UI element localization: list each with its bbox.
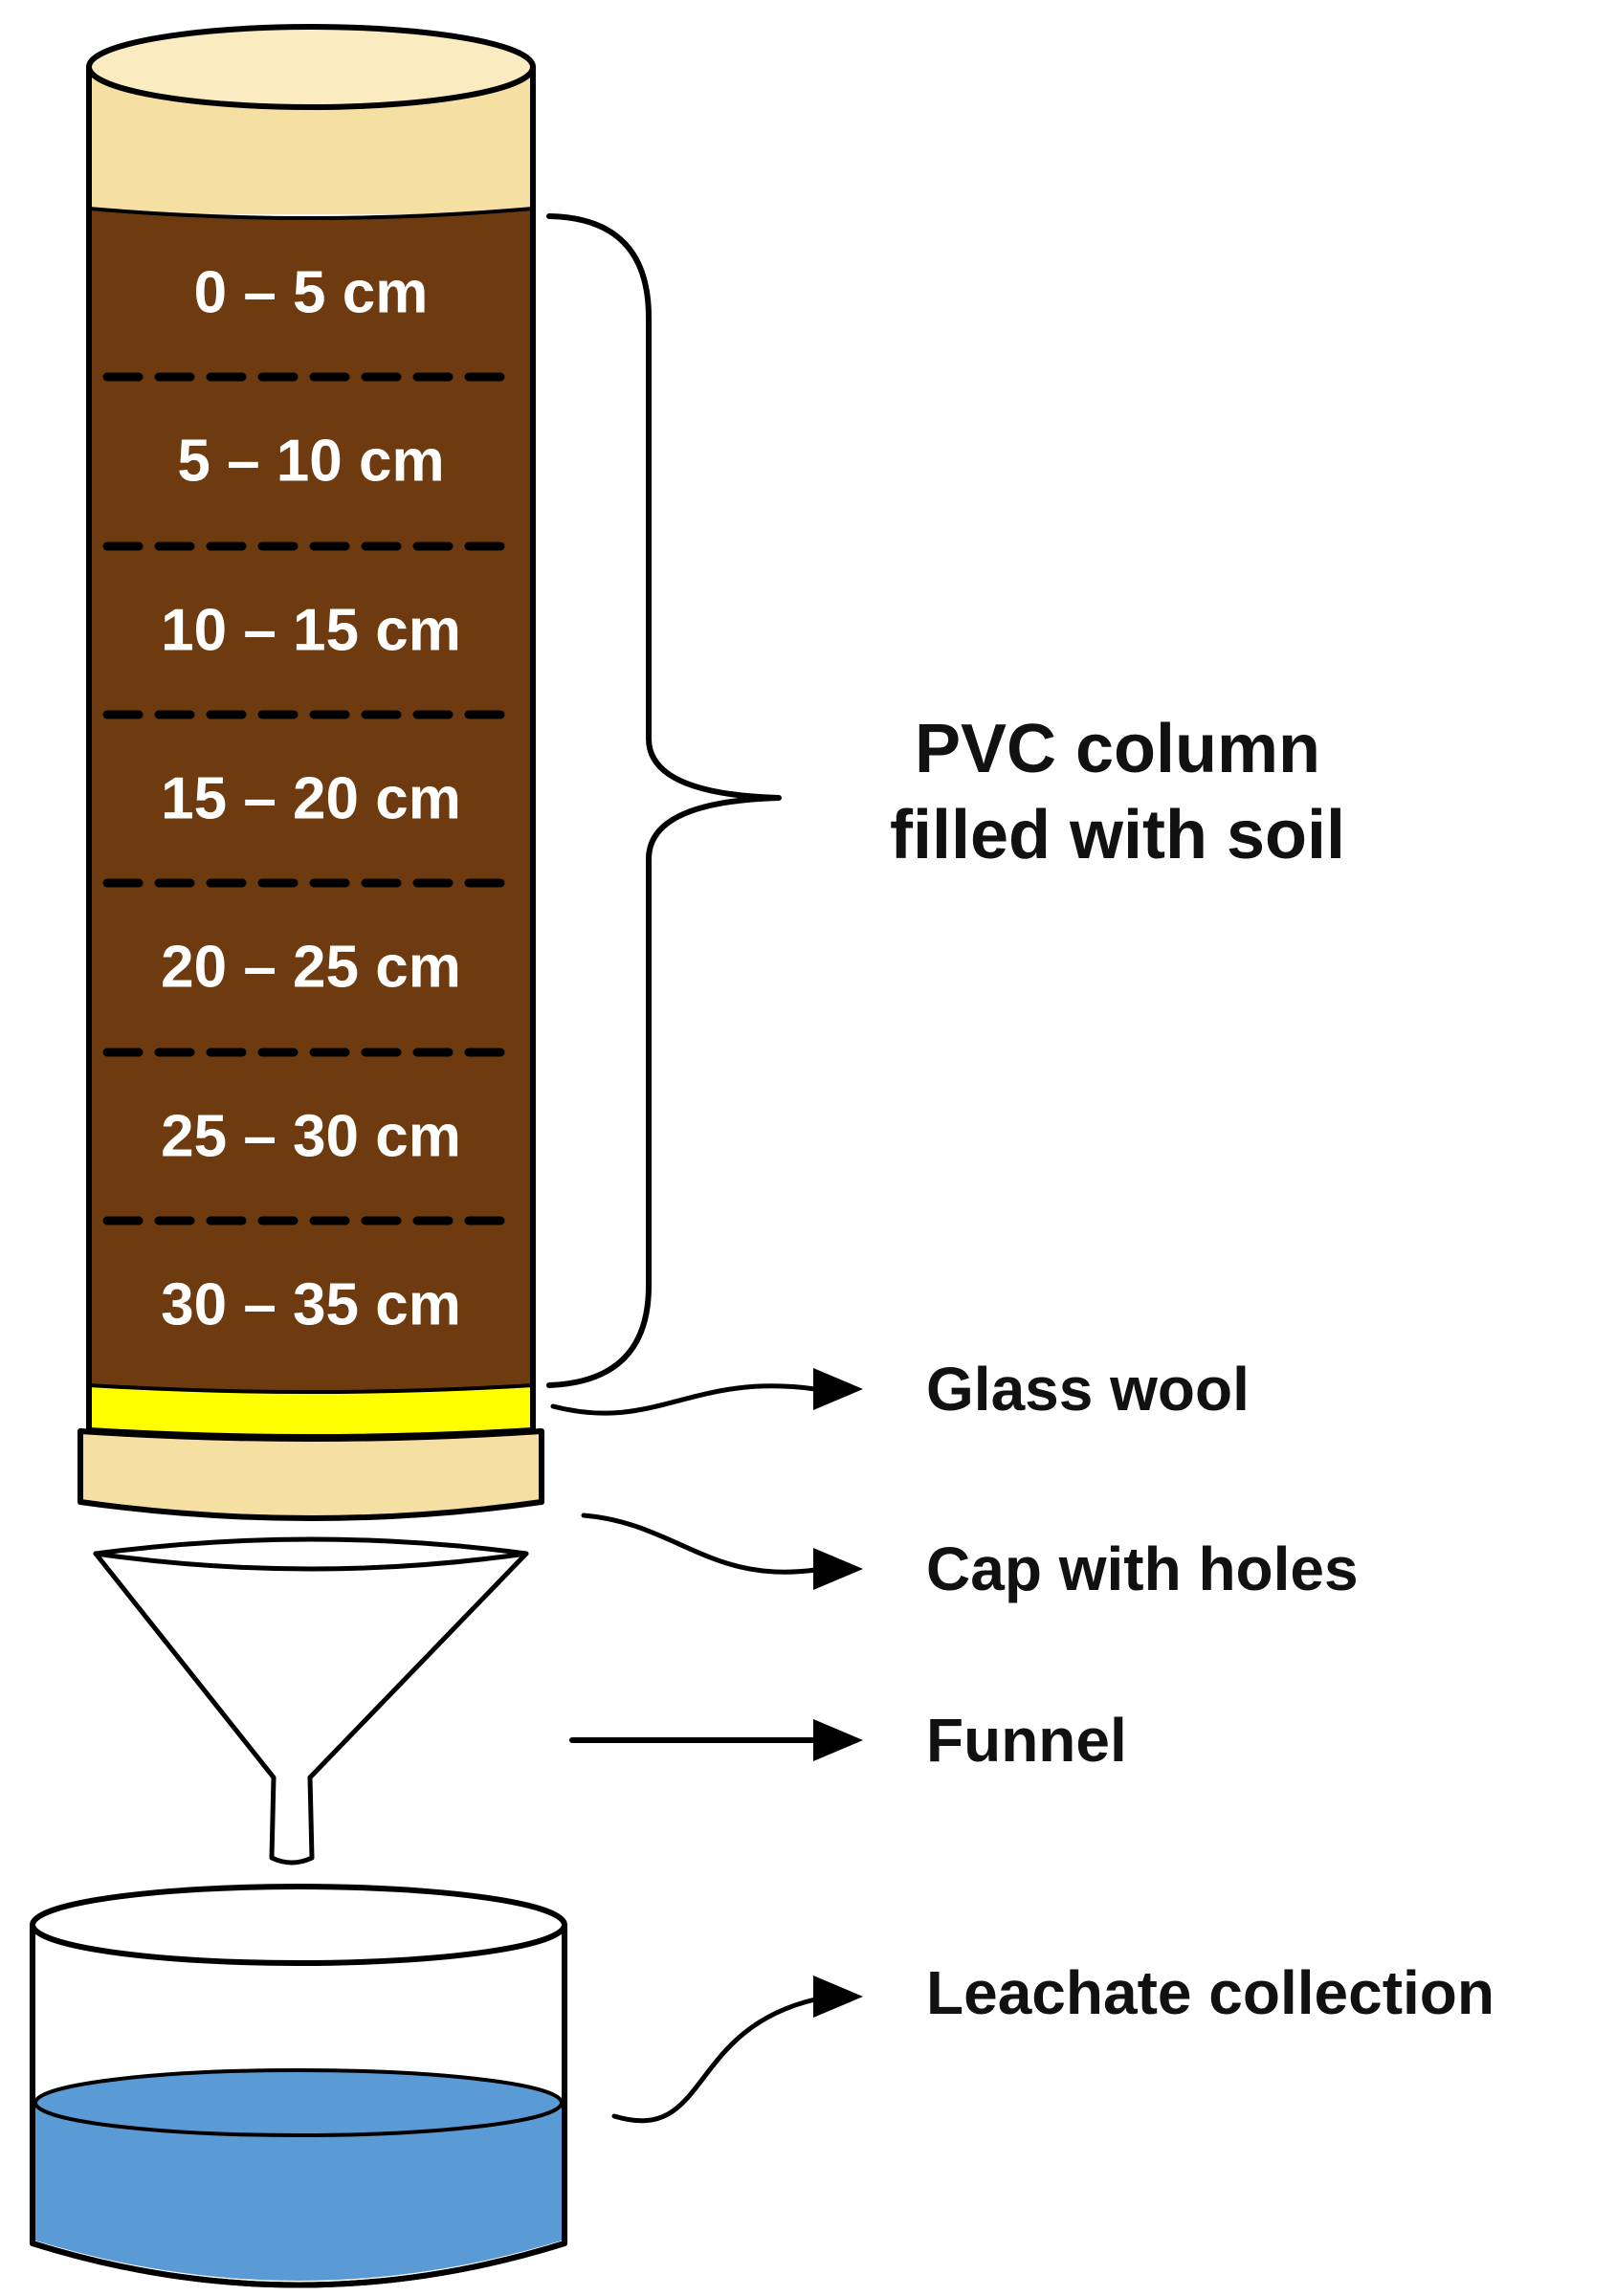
- cap-arrowhead: [813, 1548, 863, 1590]
- cap-arrow-line: [581, 1512, 818, 1575]
- funnel-shape: [93, 1551, 529, 1866]
- glass-wool-arrowhead: [813, 1368, 863, 1410]
- column-outline: [86, 64, 536, 1434]
- glass-wool-arrow-line: [550, 1383, 818, 1416]
- beaker-outline-front: [30, 1922, 567, 2288]
- soil-segment-separators: [102, 372, 520, 1225]
- label-cap-with-holes: Cap with holes: [926, 1534, 1359, 1603]
- soil-segment-label-30-35: 30 – 35 cm: [161, 1271, 461, 1338]
- column-brace: [546, 213, 782, 1388]
- leachate-arrow-line: [611, 1997, 818, 2124]
- label-glass-wool: Glass wool: [926, 1355, 1250, 1424]
- soil-segment-label-25-30: 25 – 30 cm: [161, 1103, 461, 1170]
- label-funnel: Funnel: [926, 1706, 1127, 1775]
- funnel-arrow: [569, 1719, 863, 1761]
- soil-segment-label-5-10: 5 – 10 cm: [177, 428, 445, 495]
- label-leachate-collection: Leachate collection: [926, 1958, 1494, 2027]
- leachate-arrowhead: [813, 1976, 863, 2018]
- glass-wool-arrow: [550, 1368, 863, 1416]
- soil-segment-label-10-15: 10 – 15 cm: [161, 597, 461, 664]
- label-pvc-column-line1: PVC column: [914, 711, 1321, 787]
- soil-top-edge: [87, 207, 535, 220]
- leachate-arrow: [611, 1976, 863, 2124]
- cap-with-holes-shape: [77, 1428, 544, 1521]
- beaker-rim: [30, 1884, 567, 1966]
- soil-segment-label-15-20: 15 – 20 cm: [161, 765, 461, 832]
- column-top-opening: [86, 24, 536, 110]
- soil-segment-label-20-25: 20 – 25 cm: [161, 934, 461, 1001]
- soil-segment-label-0-5: 0 – 5 cm: [193, 259, 429, 326]
- glass-wool-band: [87, 1383, 535, 1438]
- label-pvc-column-line2: filled with soil: [889, 797, 1346, 873]
- funnel-arrowhead: [813, 1719, 863, 1761]
- soil-fill: [89, 209, 533, 1396]
- leachate-liquid: [35, 2103, 562, 2281]
- cap-arrow: [581, 1512, 863, 1590]
- leachate-surface: [33, 2068, 564, 2137]
- funnel-rim: [93, 1536, 529, 1556]
- label-pvc-column: PVC column filled with soil: [890, 706, 1345, 878]
